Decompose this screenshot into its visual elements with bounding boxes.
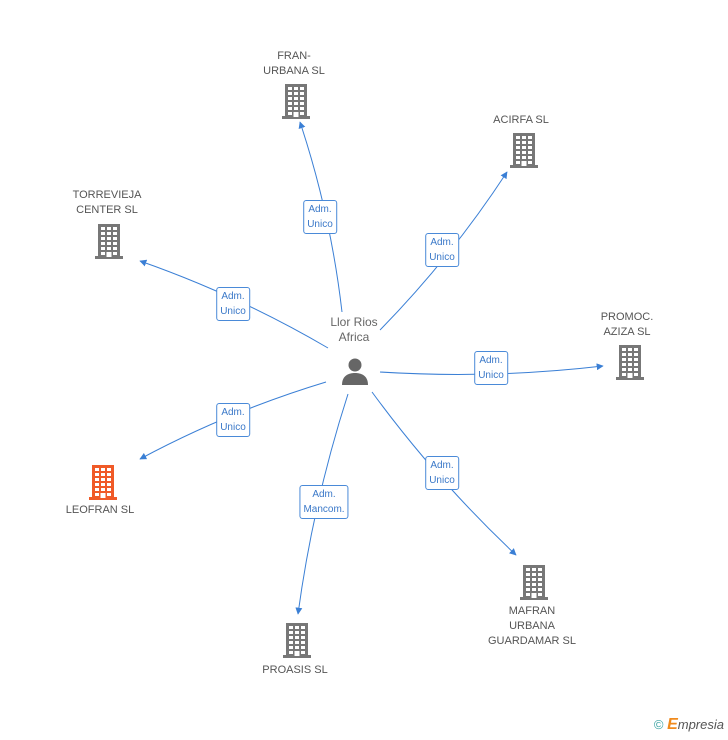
company-label-torrevieja[interactable]: TORREVIEJA CENTER SL <box>72 189 142 216</box>
role-badge-mafran[interactable]: Adm. Unico <box>425 456 459 490</box>
building-icon[interactable] <box>281 83 311 124</box>
footer-brand: © Empresia <box>654 716 724 734</box>
role-badge-leofran[interactable]: Adm. Unico <box>216 403 250 437</box>
company-label-fran[interactable]: FRAN- URBANA SL <box>263 50 325 77</box>
building-icon[interactable] <box>94 223 124 264</box>
center-person-label[interactable]: Llor Rios Africa <box>330 315 378 344</box>
copyright-icon: © <box>653 717 664 732</box>
person-icon[interactable] <box>340 356 370 391</box>
building-icon[interactable] <box>519 564 549 605</box>
company-label-leofran[interactable]: LEOFRAN SL <box>65 504 135 516</box>
company-label-proasis[interactable]: PROASIS SL <box>262 664 328 676</box>
building-icon[interactable] <box>88 464 118 505</box>
company-label-acirfa[interactable]: ACIRFA SL <box>493 114 549 126</box>
company-label-mafran[interactable]: MAFRAN URBANA GUARDAMAR SL <box>487 605 577 647</box>
building-icon[interactable] <box>509 132 539 173</box>
empresia-logo: Empresia <box>667 716 724 733</box>
role-badge-fran[interactable]: Adm. Unico <box>303 200 337 234</box>
role-badge-proasis[interactable]: Adm. Mancom. <box>299 485 349 519</box>
company-label-promoc[interactable]: PROMOC. AZIZA SL <box>600 311 654 338</box>
role-badge-acirfa[interactable]: Adm. Unico <box>425 233 459 267</box>
role-badge-torrevieja[interactable]: Adm. Unico <box>216 287 250 321</box>
role-badge-promoc[interactable]: Adm. Unico <box>474 351 508 385</box>
building-icon[interactable] <box>615 344 645 385</box>
building-icon[interactable] <box>282 622 312 663</box>
